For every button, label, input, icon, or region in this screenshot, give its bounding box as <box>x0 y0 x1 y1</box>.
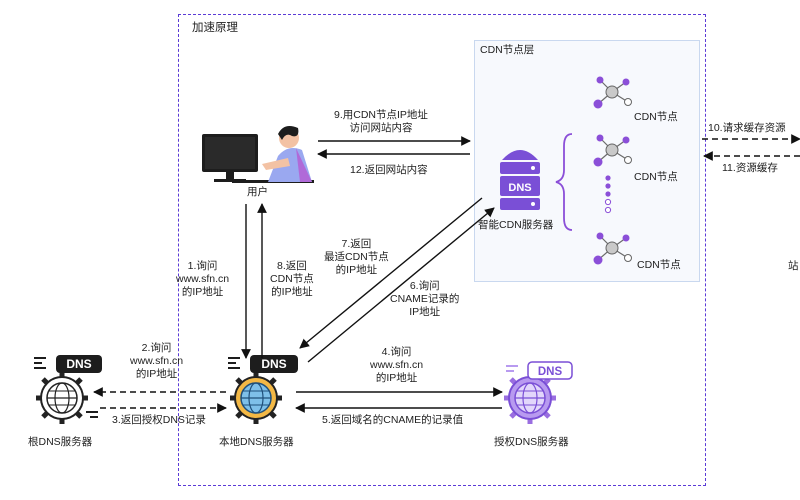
right-side-partial-label: 站 <box>788 260 799 272</box>
frame-title: 加速原理 <box>192 22 238 34</box>
local-dns-globe-icon: DNS <box>228 355 298 424</box>
cdn-node-layer-panel <box>474 40 700 282</box>
step-5-label: 5.返回域名的CNAME的记录值 <box>322 414 464 426</box>
step-11-label: 11.资源缓存 <box>722 162 778 174</box>
local-dns-badge: DNS <box>261 357 286 371</box>
root-dns-globe-icon: DNS <box>34 355 102 424</box>
root-dns-label: 根DNS服务器 <box>28 436 93 448</box>
step-7-label: 7.返回最适CDN节点的IP地址 <box>324 238 389 276</box>
acceleration-principle-frame <box>178 14 706 486</box>
smart-cdn-server-icon: DNS <box>500 150 540 210</box>
arrow-step-7 <box>299 197 483 349</box>
user-at-computer-icon <box>202 126 314 183</box>
cdn-layer-title: CDN节点层 <box>480 44 535 56</box>
user-label: 用户 <box>247 186 268 198</box>
cdn-node-3-icon <box>593 232 632 265</box>
authoritative-dns-globe-icon: DNS <box>504 361 573 424</box>
step-10-label: 10.请求缓存资源 <box>708 122 786 134</box>
cdn-node-1-label: CDN节点 <box>634 111 678 123</box>
cdn-node-3-label: CDN节点 <box>637 259 681 271</box>
smart-cdn-server-badge: DNS <box>508 182 531 194</box>
arrow-step-6 <box>307 207 495 363</box>
more-nodes-ellipsis-icon <box>604 175 612 214</box>
step-9-label: 9.用CDN节点IP地址访问网站内容 <box>334 109 428 134</box>
step-3-label: 3.返回授权DNS记录 <box>112 414 206 426</box>
cdn-node-2-icon <box>593 134 632 167</box>
smart-cdn-server-label: 智能CDN服务器 <box>478 219 554 231</box>
node-group-brace <box>555 133 573 231</box>
local-dns-label: 本地DNS服务器 <box>219 436 294 448</box>
cdn-node-1-icon <box>593 76 632 109</box>
root-dns-badge: DNS <box>66 357 91 371</box>
authoritative-dns-badge: DNS <box>538 366 563 378</box>
step-12-label: 12.返回网站内容 <box>350 164 428 176</box>
cdn-node-2-label: CDN节点 <box>634 171 678 183</box>
authoritative-dns-label: 授权DNS服务器 <box>494 436 569 448</box>
